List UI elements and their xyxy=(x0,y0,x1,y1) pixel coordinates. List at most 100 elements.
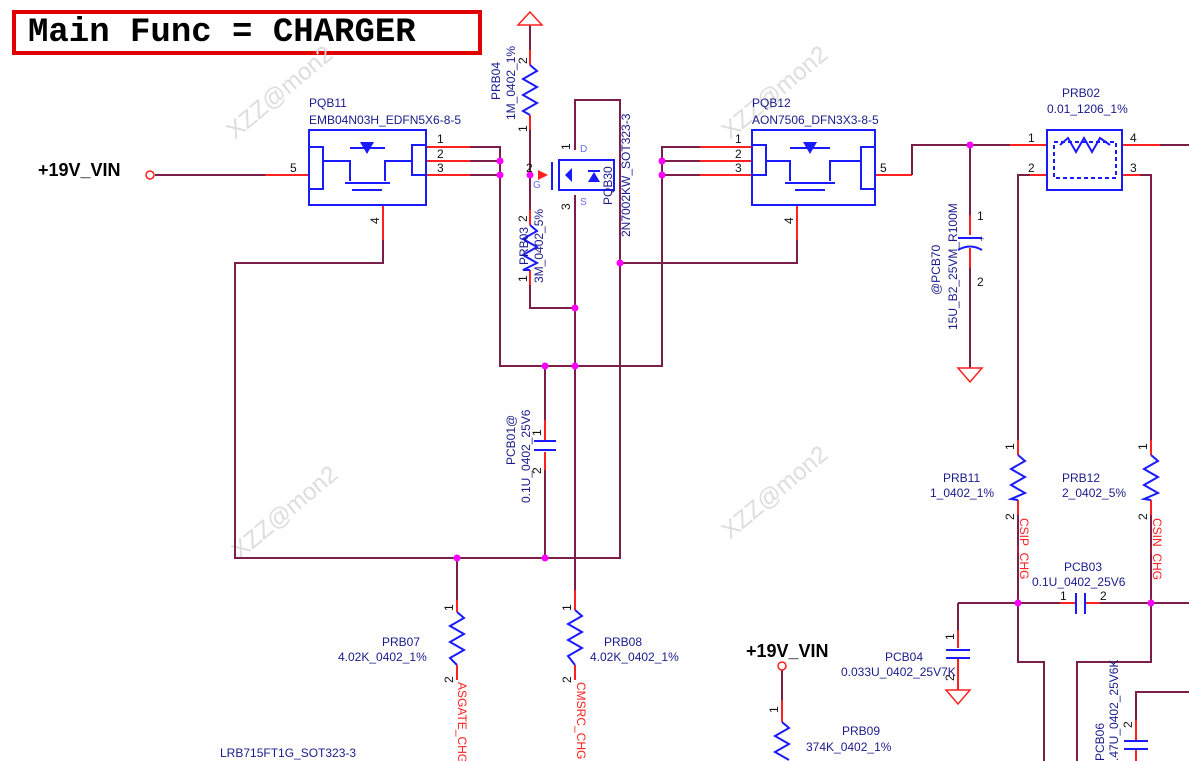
svg-text:1: 1 xyxy=(1003,443,1017,450)
resistor-prb08[interactable]: PRB08 4.02K_0402_1% 1 2 CMSRC_CHG xyxy=(560,604,679,759)
capacitor-pcb04[interactable]: PCB04 0.033U_0402_25V7K 1 2 xyxy=(841,633,970,681)
svg-text:1: 1 xyxy=(516,125,530,132)
svg-text:PCB06: PCB06 xyxy=(1093,723,1107,761)
svg-text:AON7506_DFN3X3-8-5: AON7506_DFN3X3-8-5 xyxy=(752,113,879,127)
svg-text:4.02K_0402_1%: 4.02K_0402_1% xyxy=(590,650,679,664)
svg-text:2: 2 xyxy=(516,215,530,222)
svg-text:@PCB70: @PCB70 xyxy=(929,244,943,295)
svg-text:2: 2 xyxy=(526,161,533,175)
mosfet-pqb12[interactable]: PQB12 AON7506_DFN3X3-8-5 1 2 3 4 5 xyxy=(735,96,887,224)
junction-dots xyxy=(453,141,1155,607)
resistor-prb07[interactable]: PRB07 4.02K_0402_1% 1 2 ASGATE_CHG xyxy=(338,604,469,761)
diode-icon xyxy=(803,142,817,154)
watermark: XZZ@mon2 xyxy=(717,441,834,545)
svg-text:4: 4 xyxy=(782,217,796,224)
part-label-bottom: LRB715FT1G_SOT323-3 xyxy=(220,746,356,760)
svg-text:PRB11: PRB11 xyxy=(943,471,980,485)
ground-icon xyxy=(956,367,984,384)
net-label-vin-bottom: +19V_VIN xyxy=(746,641,829,661)
svg-text:374K_0402_1%: 374K_0402_1% xyxy=(806,740,892,754)
net-label-vin-top: +19V_VIN xyxy=(38,160,121,180)
capacitor-pcb70[interactable]: + @PCB70 15U_B2_25VM_R100M 1 2 xyxy=(929,203,984,330)
svg-text:1: 1 xyxy=(1136,443,1150,450)
ground-icon xyxy=(944,689,972,706)
mosfet-pqb11[interactable]: PQB11 EMB04N03H_EDFN5X6-8-5 1 2 3 4 5 xyxy=(290,96,461,224)
svg-text:1: 1 xyxy=(516,275,530,282)
svg-text:PRB12: PRB12 xyxy=(1062,471,1100,485)
svg-text:2: 2 xyxy=(735,147,742,161)
svg-text:1: 1 xyxy=(442,604,456,611)
svg-text:2: 2 xyxy=(1028,161,1035,175)
svg-text:.47U_0402_25V6K: .47U_0402_25V6K xyxy=(1107,660,1121,761)
svg-text:2: 2 xyxy=(1136,513,1150,520)
svg-text:1: 1 xyxy=(560,604,574,611)
resistor-prb11[interactable]: PRB11 1_0402_1% 1 2 CSIP_CHG xyxy=(930,443,1031,579)
svg-text:3: 3 xyxy=(437,161,444,175)
resistor-prb03[interactable]: PRB03 3M_0402_5% 2 1 xyxy=(516,209,546,283)
mosfet-pqb30[interactable]: 1 2 3 D G S PQB30 2N7002KW_SOT323-3 xyxy=(526,113,633,237)
capacitor-pcb01[interactable]: PCB01@ 0.1U_0402_25V6 1 2 xyxy=(504,409,556,503)
watermark: XZZ@mon2 xyxy=(227,461,344,565)
svg-text:PQB30: PQB30 xyxy=(601,166,615,205)
svg-text:15U_B2_25VM_R100M: 15U_B2_25VM_R100M xyxy=(946,203,960,330)
svg-text:2: 2 xyxy=(1100,589,1107,603)
power-arrow-icon xyxy=(516,10,544,26)
svg-text:5: 5 xyxy=(290,161,297,175)
svg-text:2: 2 xyxy=(560,676,574,683)
svg-text:1: 1 xyxy=(1060,589,1067,603)
svg-text:0.1U_0402_25V6: 0.1U_0402_25V6 xyxy=(1032,575,1126,589)
svg-text:4: 4 xyxy=(1130,131,1137,145)
svg-text:PCB01@: PCB01@ xyxy=(504,415,518,465)
power-port-icon xyxy=(777,661,787,671)
resistor-prb12[interactable]: PRB12 2_0402_5% 1 2 CSIN_CHG xyxy=(1062,443,1164,580)
value: EMB04N03H_EDFN5X6-8-5 xyxy=(309,113,461,127)
svg-text:4: 4 xyxy=(368,217,382,224)
svg-text:1M_0402_1%: 1M_0402_1% xyxy=(504,46,518,120)
svg-text:2: 2 xyxy=(1121,721,1135,728)
svg-text:0.1U_0402_25V6: 0.1U_0402_25V6 xyxy=(519,409,533,503)
net-label-csip: CSIP_CHG xyxy=(1017,518,1031,579)
svg-text:1: 1 xyxy=(530,429,544,436)
svg-text:2_0402_5%: 2_0402_5% xyxy=(1062,486,1126,500)
svg-text:3: 3 xyxy=(559,203,573,210)
svg-text:3M_0402_5%: 3M_0402_5% xyxy=(532,209,546,283)
svg-text:3: 3 xyxy=(1130,161,1137,175)
svg-text:0.01_1206_1%: 0.01_1206_1% xyxy=(1047,102,1128,116)
svg-text:PQB12: PQB12 xyxy=(752,96,791,110)
shunt-resistor-prb02[interactable]: PRB02 0.01_1206_1% 1 2 3 4 xyxy=(1028,86,1137,191)
power-port-icon xyxy=(145,170,155,180)
svg-text:1: 1 xyxy=(977,209,984,223)
resistor-prb04[interactable]: PRB04 1M_0402_1% 2 1 xyxy=(489,46,540,132)
capacitor-pcb06[interactable]: PCB06 .47U_0402_25V6K 2 xyxy=(1093,660,1148,761)
svg-text:+: + xyxy=(979,234,984,244)
svg-text:1: 1 xyxy=(943,633,957,640)
svg-text:PRB07: PRB07 xyxy=(382,635,420,649)
capacitor-pcb03[interactable]: PCB03 0.1U_0402_25V6 1 2 xyxy=(1032,560,1126,614)
net-label-csin: CSIN_CHG xyxy=(1150,518,1164,580)
wires xyxy=(155,25,1189,761)
svg-text:2N7002KW_SOT323-3: 2N7002KW_SOT323-3 xyxy=(619,113,633,237)
svg-text:5: 5 xyxy=(880,161,887,175)
svg-text:G: G xyxy=(533,180,541,191)
svg-text:1: 1 xyxy=(735,132,742,146)
watermark: XZZ@mon2 xyxy=(717,41,834,145)
svg-text:1: 1 xyxy=(437,132,444,146)
svg-text:PRB08: PRB08 xyxy=(604,635,642,649)
svg-text:2: 2 xyxy=(437,147,444,161)
svg-text:2: 2 xyxy=(943,674,957,681)
page-title: Main Func = CHARGER xyxy=(12,10,482,55)
svg-text:3: 3 xyxy=(735,161,742,175)
svg-text:S: S xyxy=(580,197,587,208)
svg-text:PRB09: PRB09 xyxy=(842,724,880,738)
svg-text:1: 1 xyxy=(767,706,781,713)
svg-text:1: 1 xyxy=(1028,131,1035,145)
diode-icon xyxy=(360,142,374,154)
svg-text:2: 2 xyxy=(977,275,984,289)
svg-text:1_0402_1%: 1_0402_1% xyxy=(930,486,994,500)
svg-text:2: 2 xyxy=(530,467,544,474)
net-label-cmsrc: CMSRC_CHG xyxy=(574,682,588,759)
resistor-prb09[interactable]: PRB09 374K_0402_1% 1 xyxy=(767,706,892,761)
svg-text:PCB03: PCB03 xyxy=(1064,560,1102,574)
ref: PQB11 xyxy=(309,96,347,110)
